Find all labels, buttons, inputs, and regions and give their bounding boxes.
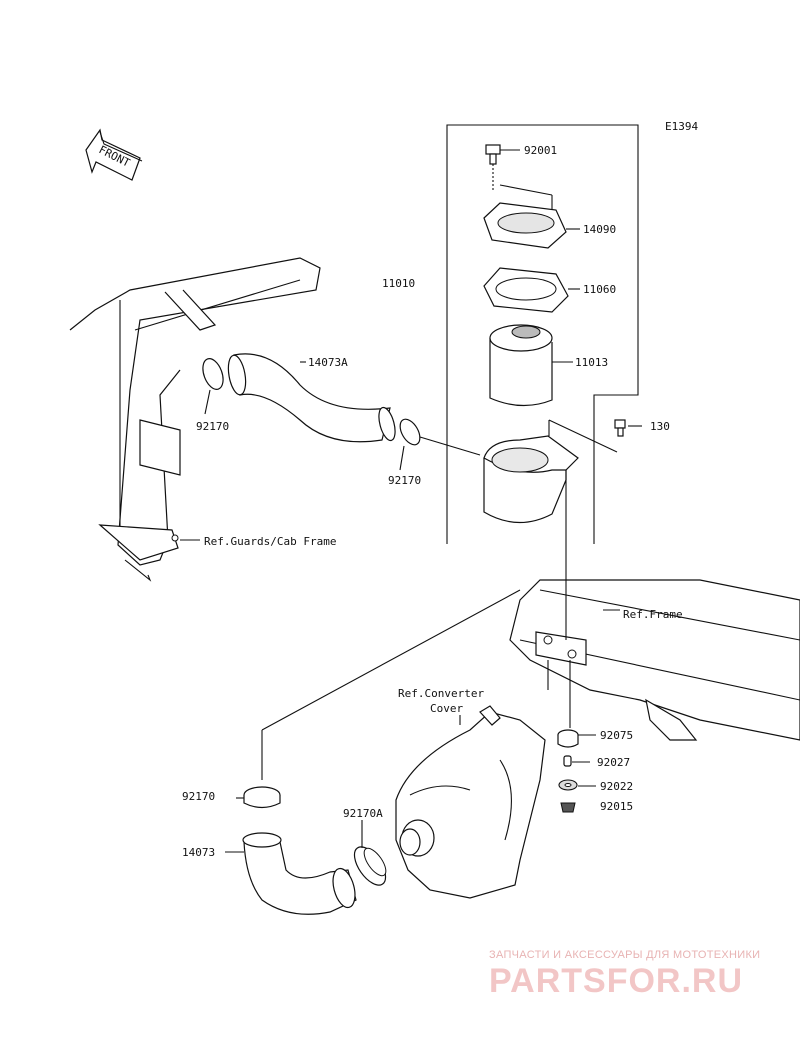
diagram-code: E1394: [665, 120, 698, 133]
label-14073a: 14073A: [308, 356, 348, 369]
hose-14073-icon: [225, 832, 357, 915]
hose-14073a-icon: [227, 353, 396, 443]
nut-92015-icon: [560, 802, 576, 813]
ref-converter-line2: Cover: [430, 702, 463, 715]
cover-14090-icon: [483, 202, 580, 249]
mount-lines: [547, 470, 571, 728]
label-14073: 14073: [182, 846, 215, 859]
assembly-bracket-11010: [446, 124, 639, 544]
clamp-92170-lower-icon: [236, 786, 281, 809]
clamp-92170-upper-right-icon: [399, 418, 421, 471]
grommet-92075-icon: [557, 729, 596, 748]
ref-guards-cab-frame: Ref.Guards/Cab Frame: [204, 535, 336, 548]
label-92170-upper-right: 92170: [388, 474, 421, 487]
bolt-92001-icon: [485, 144, 553, 212]
label-130: 130: [650, 420, 670, 433]
guards-cab-frame-icon: [69, 257, 321, 582]
label-92001: 92001: [524, 144, 557, 157]
label-92170-upper-left: 92170: [196, 420, 229, 433]
bolt-130-icon: [614, 419, 642, 437]
label-11013: 11013: [575, 356, 608, 369]
label-92022: 92022: [600, 780, 633, 793]
label-92027: 92027: [597, 756, 630, 769]
clamp-92170a-icon: [353, 820, 387, 886]
ref-frame: Ref.Frame: [623, 608, 683, 621]
label-92170-lower: 92170: [182, 790, 215, 803]
filter-element-11013-icon: [489, 324, 573, 407]
ref-converter-line1: Ref.Converter: [398, 687, 484, 700]
label-92170a: 92170A: [343, 807, 383, 820]
collar-92027-icon: [563, 755, 590, 767]
label-92075: 92075: [600, 729, 633, 742]
air-cleaner-housing-icon: [419, 419, 618, 524]
converter-cover-icon: [395, 705, 546, 899]
label-11010: 11010: [382, 277, 415, 290]
front-arrow-icon: FRONT: [85, 128, 143, 181]
label-92015: 92015: [600, 800, 633, 813]
leader-lower-clamp: [261, 589, 521, 731]
label-14090: 14090: [583, 223, 616, 236]
watermark-brand-logo: PARTSFOR.RU: [489, 962, 744, 1000]
washer-92022-icon: [558, 779, 596, 791]
gasket-11060-icon: [483, 267, 580, 313]
watermark-tagline: ЗАПЧАСТИ И АКСЕССУАРЫ ДЛЯ МОТОТЕХНИКИ: [489, 949, 761, 961]
clamp-92170-upper-left-icon: [202, 358, 224, 415]
label-11060: 11060: [583, 283, 616, 296]
vehicle-frame-icon: [509, 579, 800, 741]
